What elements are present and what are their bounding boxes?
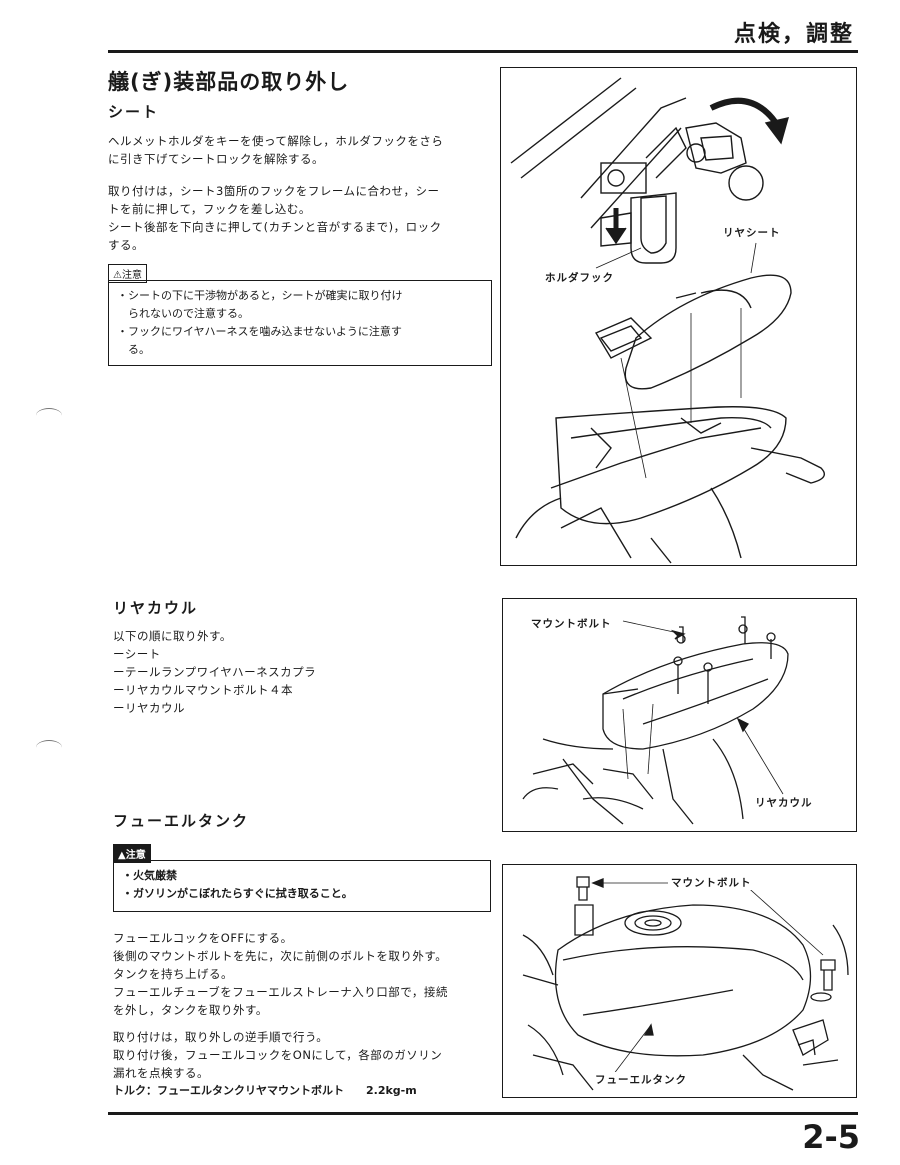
footer-rule [108, 1112, 858, 1115]
text-line: 取り付けは，取り外しの逆手順で行う。 [113, 1030, 329, 1044]
label-holder-hook: ホルダフック [545, 270, 614, 285]
fuel-caution-box: ・火気厳禁 ・ガソリンがこぼれたらすぐに拭き取ること。 [113, 860, 491, 912]
caution-line: ・シートの下に干渉物があると，シートが確実に取り付け [117, 289, 403, 302]
fuel-tank-illustration [522, 876, 849, 1091]
fuel-tank-figure: マウントボルト フューエルタンク [502, 864, 857, 1098]
margin-mark [36, 408, 62, 423]
fuel-caution-label: ▲注意 [113, 843, 151, 863]
text-line: タンクを持ち上げる。 [113, 967, 233, 981]
seat-paragraph-1: ヘルメットホルダをキーを使って解除し，ホルダフックをさら に引き下げてシートロッ… [108, 132, 488, 168]
seat-heading: シート [108, 103, 160, 121]
text-line: 後側のマウントボルトを先に，次に前側のボルトを取り外す。 [113, 949, 448, 963]
label-rear-cowl: リヤカウル [755, 795, 813, 810]
text-line: 漏れを点検する。 [113, 1066, 209, 1080]
text-line: 以下の順に取り外す。 [113, 629, 232, 643]
text-line: を外し，タンクを取り外す。 [113, 1003, 268, 1017]
rear-cowl-heading: リヤカウル [113, 599, 199, 617]
text-line: ーシート [113, 647, 161, 661]
text-line: ーリヤカウル [113, 701, 185, 715]
caution-badge: ▲注意 [113, 844, 151, 863]
label-fuel-tank: フューエルタンク [595, 1072, 687, 1087]
caution-line: る。 [117, 343, 150, 356]
rear-cowl-illustration [522, 616, 789, 825]
caution-line: られないので注意する。 [117, 307, 249, 320]
label-mount-bolt: マウントボルト [671, 875, 752, 890]
text-line: に引き下げてシートロックを解除する。 [108, 152, 324, 166]
page-heading: 艤(ぎ)装部品の取り外し [108, 70, 350, 94]
text-line: トを前に押して，フックを差し込む。 [108, 202, 311, 216]
rear-cowl-figure: マウントボルト リヤカウル [502, 598, 857, 832]
seat-illustration [510, 77, 825, 564]
text-line: 取り付け後，フューエルコックをONにして，各部のガソリン [113, 1048, 443, 1062]
fuel-paragraph-1: フューエルコックをOFFにする。 後側のマウントボルトを先に，次に前側のボルトを… [113, 929, 493, 1019]
page-number: 2-5 [802, 1118, 860, 1156]
text-line: フューエルコックをOFFにする。 [113, 931, 293, 945]
text-line: ーリヤカウルマウントボルト４本 [113, 683, 293, 697]
seat-caution-box: ・シートの下に干渉物があると，シートが確実に取り付け られないので注意する。 ・… [108, 280, 492, 366]
caution-line: ・フックにワイヤハーネスを噛み込ませないように注意す [117, 325, 402, 338]
caution-label: ⚠注意 [108, 263, 147, 283]
caution-line: ・火気厳禁 [122, 869, 177, 882]
caution-badge: ⚠注意 [108, 264, 147, 283]
seat-figure: リヤシート ホルダフック [500, 67, 857, 566]
text-line: フューエルチューブをフューエルストレーナ入り口部で，接続 [113, 985, 448, 999]
label-mount-bolt: マウントボルト [531, 616, 612, 631]
text-line: シート後部を下向きに押して(カチンと音がするまで)，ロック [108, 220, 442, 234]
text-line: 取り付けは，シート3箇所のフックをフレームに合わせ，シー [108, 184, 440, 198]
fuel-tank-heading: フューエルタンク [113, 812, 250, 830]
seat-paragraph-2: 取り付けは，シート3箇所のフックをフレームに合わせ，シー トを前に押して，フック… [108, 182, 488, 254]
text-line: ーテールランプワイヤハーネスカプラ [113, 665, 317, 679]
caution-line: ・ガソリンがこぼれたらすぐに拭き取ること。 [122, 887, 353, 900]
header-rule [108, 50, 858, 53]
rear-cowl-steps: 以下の順に取り外す。 ーシート ーテールランプワイヤハーネスカプラ ーリヤカウル… [113, 627, 483, 717]
section-title: 点検，調整 [733, 22, 854, 47]
torque-spec: トルク：フューエルタンクリヤマウントボルト 2.2kg-m [113, 1084, 417, 1097]
text-line: する。 [108, 238, 144, 252]
label-rear-seat: リヤシート [723, 225, 781, 240]
margin-mark [36, 740, 62, 755]
fuel-paragraph-2: 取り付けは，取り外しの逆手順で行う。 取り付け後，フューエルコックをONにして，… [113, 1028, 493, 1082]
text-line: ヘルメットホルダをキーを使って解除し，ホルダフックをさら [108, 134, 444, 148]
